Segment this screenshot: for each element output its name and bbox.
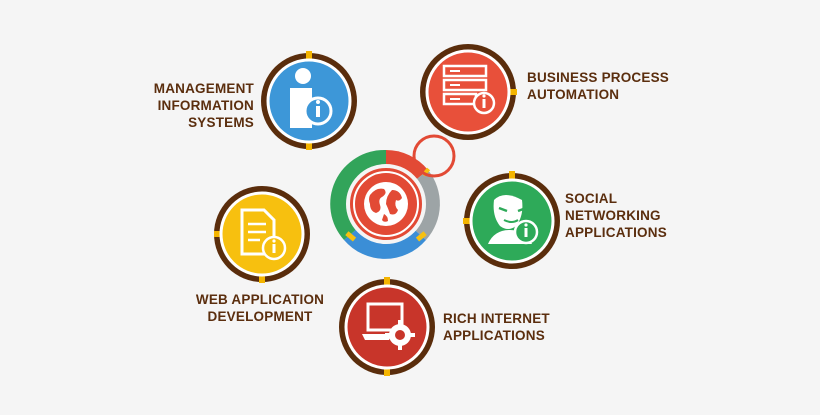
laptop-gear-icon	[362, 302, 415, 350]
node-social	[463, 171, 560, 269]
label-mis: MANAGEMENT INFORMATION SYSTEMS	[153, 81, 254, 130]
person-info-icon	[290, 68, 333, 128]
globe-icon	[364, 182, 408, 226]
node-webapp	[214, 186, 310, 283]
node-mis	[261, 51, 357, 150]
label-webapp: WEB APPLICATION DEVELOPMENT	[195, 292, 325, 324]
server-info-icon	[442, 64, 496, 115]
document-info-icon	[240, 208, 287, 261]
center-hub	[330, 134, 456, 259]
label-ria: RICH INTERNET APPLICATIONS	[443, 311, 550, 343]
node-bpa	[420, 44, 517, 140]
mask-info-icon	[488, 195, 539, 245]
label-social: SOCIAL NETWORKING APPLICATIONS	[565, 191, 667, 240]
node-ria	[339, 277, 435, 376]
label-bpa: BUSINESS PROCESS AUTOMATION	[527, 70, 669, 102]
